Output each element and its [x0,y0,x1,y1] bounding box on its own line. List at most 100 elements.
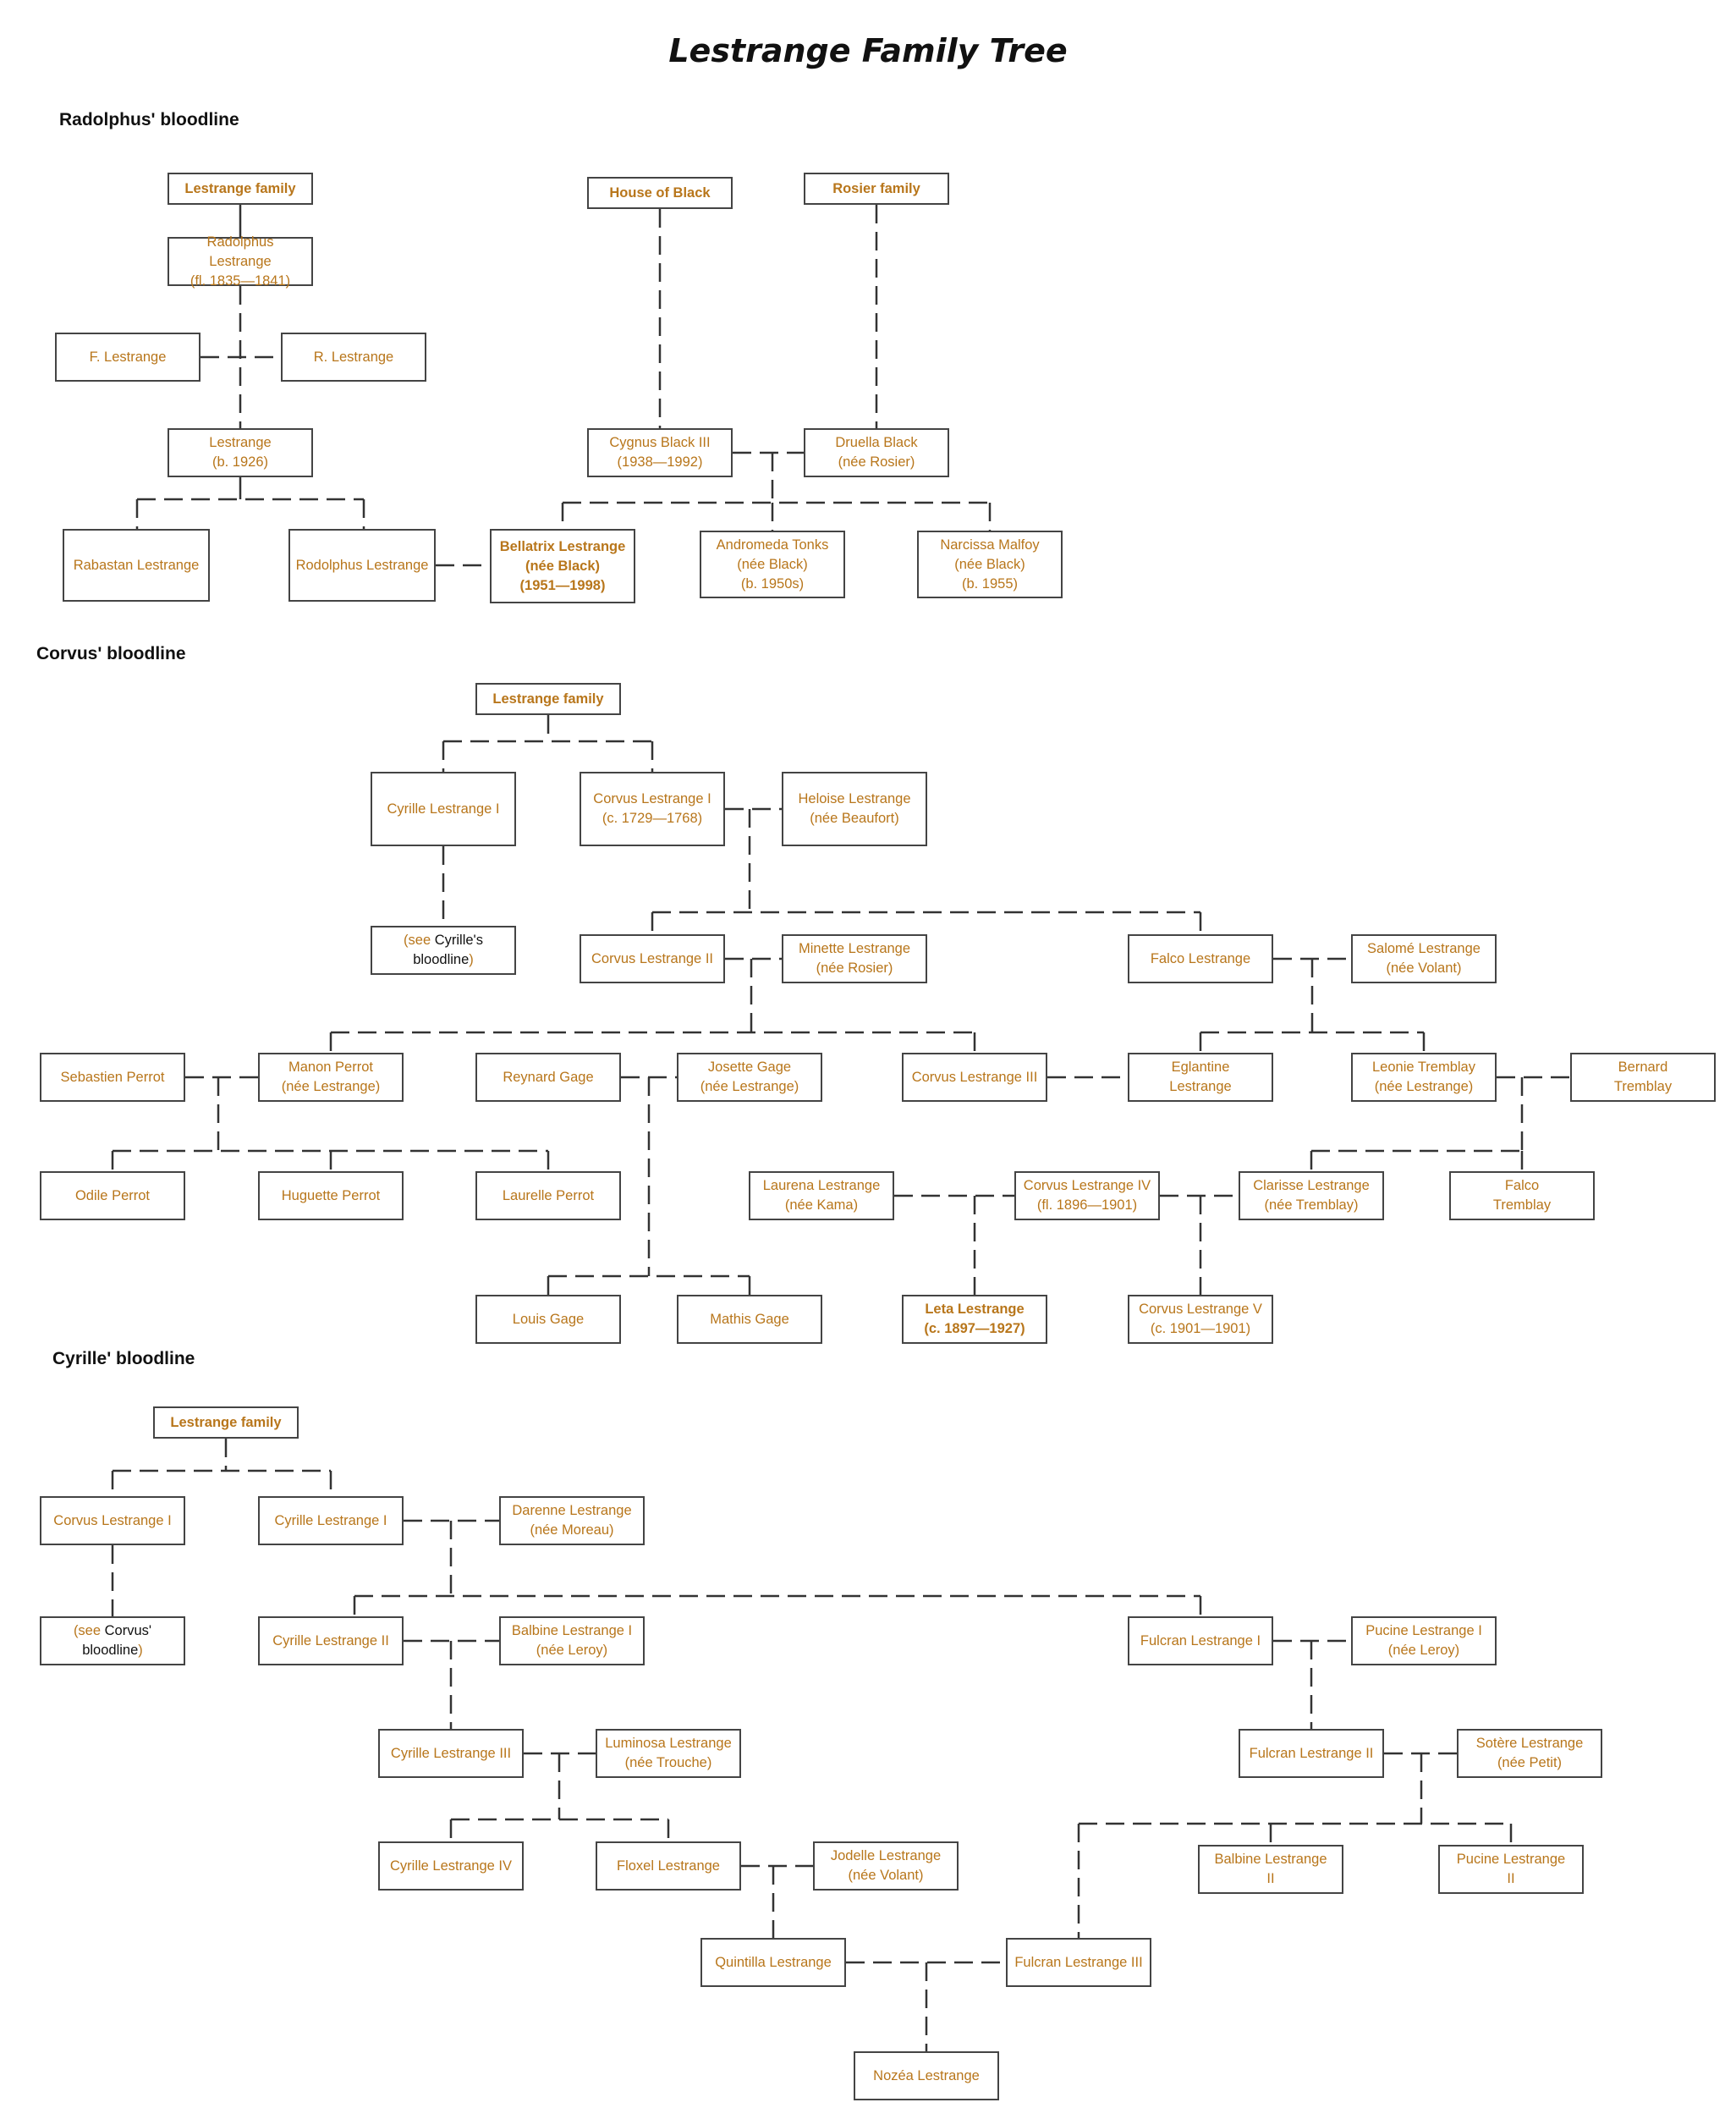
person-name: Leonie Tremblay (née Lestrange) [1372,1060,1475,1094]
person-box: Sotère Lestrange (née Petit) [1457,1729,1602,1778]
person-name: Narcissa Malfoy (née Black) (b. 1955) [940,537,1040,592]
person-box: House of Black [587,177,733,209]
person-name: Lestrange family [492,691,604,707]
person-box: Floxel Lestrange [596,1841,741,1891]
person-box: Eglantine Lestrange [1128,1053,1273,1102]
person-box: Laurelle Perrot [475,1171,621,1220]
person-name: Sebastien Perrot [60,1069,165,1085]
person-box: Nozéa Lestrange [854,2051,999,2100]
person-name: Corvus Lestrange I [53,1512,172,1528]
person-box: R. Lestrange [281,333,426,382]
person-name: Andromeda Tonks (née Black) (b. 1950s) [716,537,829,592]
person-name: Louis Gage [512,1311,585,1327]
person-name: Quintilla Lestrange [715,1954,832,1970]
person-box: Darenne Lestrange (née Moreau) [499,1496,645,1545]
person-name: Rodolphus Lestrange [295,557,429,573]
person-box: Pucine Lestrange II [1438,1845,1584,1894]
person-box: Pucine Lestrange I (née Leroy) [1351,1616,1497,1665]
person-name: Cyrille Lestrange I [274,1512,387,1528]
person-name: Salomé Lestrange (née Volant) [1367,941,1481,976]
person-box: Bellatrix Lestrange (née Black) (1951—19… [490,529,635,603]
person-name: Rosier family [832,180,920,196]
person-box: F. Lestrange [55,333,201,382]
person-name: Sotère Lestrange (née Petit) [1475,1736,1584,1770]
person-name: Fulcran Lestrange I [1140,1632,1261,1648]
person-box: Narcissa Malfoy (née Black) (b. 1955) [917,531,1063,598]
person-box: Cyrille Lestrange III [378,1729,524,1778]
person-box: Corvus Lestrange IV (fl. 1896—1901) [1014,1171,1160,1220]
person-name: Corvus Lestrange III [911,1069,1038,1085]
person-name: Clarisse Lestrange (née Tremblay) [1253,1178,1370,1213]
person-box: Rodolphus Lestrange [288,529,436,602]
person-box: Huguette Perrot [258,1171,404,1220]
person-box: Corvus Lestrange I (c. 1729—1768) [580,772,725,846]
person-box: Clarisse Lestrange (née Tremblay) [1239,1171,1384,1220]
person-box: Lestrange family [475,683,621,715]
cross-reference-note: (see Corvus'bloodline) [73,1623,152,1658]
person-name: Laurena Lestrange (née Kama) [762,1178,881,1213]
person-name: House of Black [609,184,711,201]
person-box: Laurena Lestrange (née Kama) [749,1171,894,1220]
person-name: Falco Lestrange [1150,950,1251,966]
person-name: R. Lestrange [313,349,394,365]
person-name: Rabastan Lestrange [73,557,200,573]
person-name: Bernard Tremblay [1613,1060,1673,1094]
person-name: Pucine Lestrange II [1456,1852,1566,1886]
section-corvus-heading: Corvus' bloodline [36,644,186,663]
person-name: F. Lestrange [89,349,167,365]
person-name: Druella Black (née Rosier) [835,435,918,470]
person-name: Corvus Lestrange IV (fl. 1896—1901) [1023,1178,1151,1213]
person-box: Cyrille Lestrange IV [378,1841,524,1891]
person-name: Falco Tremblay [1492,1178,1552,1213]
person-box: Druella Black (née Rosier) [804,428,949,477]
person-name: Lestrange (b. 1926) [209,435,272,470]
person-name: Cyrille Lestrange II [272,1632,389,1648]
person-name: Balbine Lestrange II [1214,1852,1327,1886]
person-box: Corvus Lestrange III [902,1053,1047,1102]
person-box: Leonie Tremblay (née Lestrange) [1351,1053,1497,1102]
person-box: Balbine Lestrange I (née Leroy) [499,1616,645,1665]
person-name: Luminosa Lestrange (née Trouche) [605,1736,732,1770]
person-name: Reynard Gage [503,1069,594,1085]
person-name: Bellatrix Lestrange (née Black) (1951—19… [499,538,626,593]
person-name: Cyrille Lestrange III [390,1745,512,1761]
person-box: Heloise Lestrange (née Beaufort) [782,772,927,846]
person-name: Pucine Lestrange I (née Leroy) [1365,1623,1482,1658]
person-box: Louis Gage [475,1295,621,1344]
person-box: Salomé Lestrange (née Volant) [1351,934,1497,983]
person-name: Laurelle Perrot [502,1187,595,1203]
person-name: Cygnus Black III (1938—1992) [609,435,711,470]
person-name: Cyrille Lestrange I [387,801,500,817]
person-box: Odile Perrot [40,1171,185,1220]
person-name: Nozéa Lestrange [873,2067,980,2083]
person-name: Josette Gage (née Lestrange) [700,1060,799,1094]
person-box: Josette Gage (née Lestrange) [677,1053,822,1102]
person-box: Cyrille Lestrange I [371,772,516,846]
person-box: Falco Lestrange [1128,934,1273,983]
person-box: Lestrange family [168,173,313,205]
person-box: Jodelle Lestrange (née Volant) [813,1841,959,1891]
person-box: Sebastien Perrot [40,1053,185,1102]
person-name: Eglantine Lestrange [1169,1060,1232,1094]
page-title: Lestrange Family Tree [668,32,1068,69]
person-box: Cyrille Lestrange I [258,1496,404,1545]
person-name: Balbine Lestrange I (née Leroy) [511,1623,633,1658]
person-box: Lestrange (b. 1926) [168,428,313,477]
person-name: Huguette Perrot [281,1187,381,1203]
section-cyrille-heading: Cyrille' bloodline [52,1349,195,1368]
person-box: Minette Lestrange (née Rosier) [782,934,927,983]
person-name: Floxel Lestrange [617,1858,720,1874]
person-box: Leta Lestrange (c. 1897—1927) [902,1295,1047,1344]
person-name: Corvus Lestrange V (c. 1901—1901) [1139,1302,1262,1336]
person-name: Mathis Gage [710,1311,789,1327]
person-box: Rabastan Lestrange [63,529,210,602]
section-radolphus-heading: Radolphus' bloodline [59,110,239,129]
person-box: Falco Tremblay [1449,1171,1595,1220]
person-name: Leta Lestrange (c. 1897—1927) [924,1302,1025,1336]
person-name: Lestrange family [184,180,296,196]
person-box: Corvus Lestrange I [40,1496,185,1545]
person-name: Minette Lestrange (née Rosier) [798,941,911,976]
